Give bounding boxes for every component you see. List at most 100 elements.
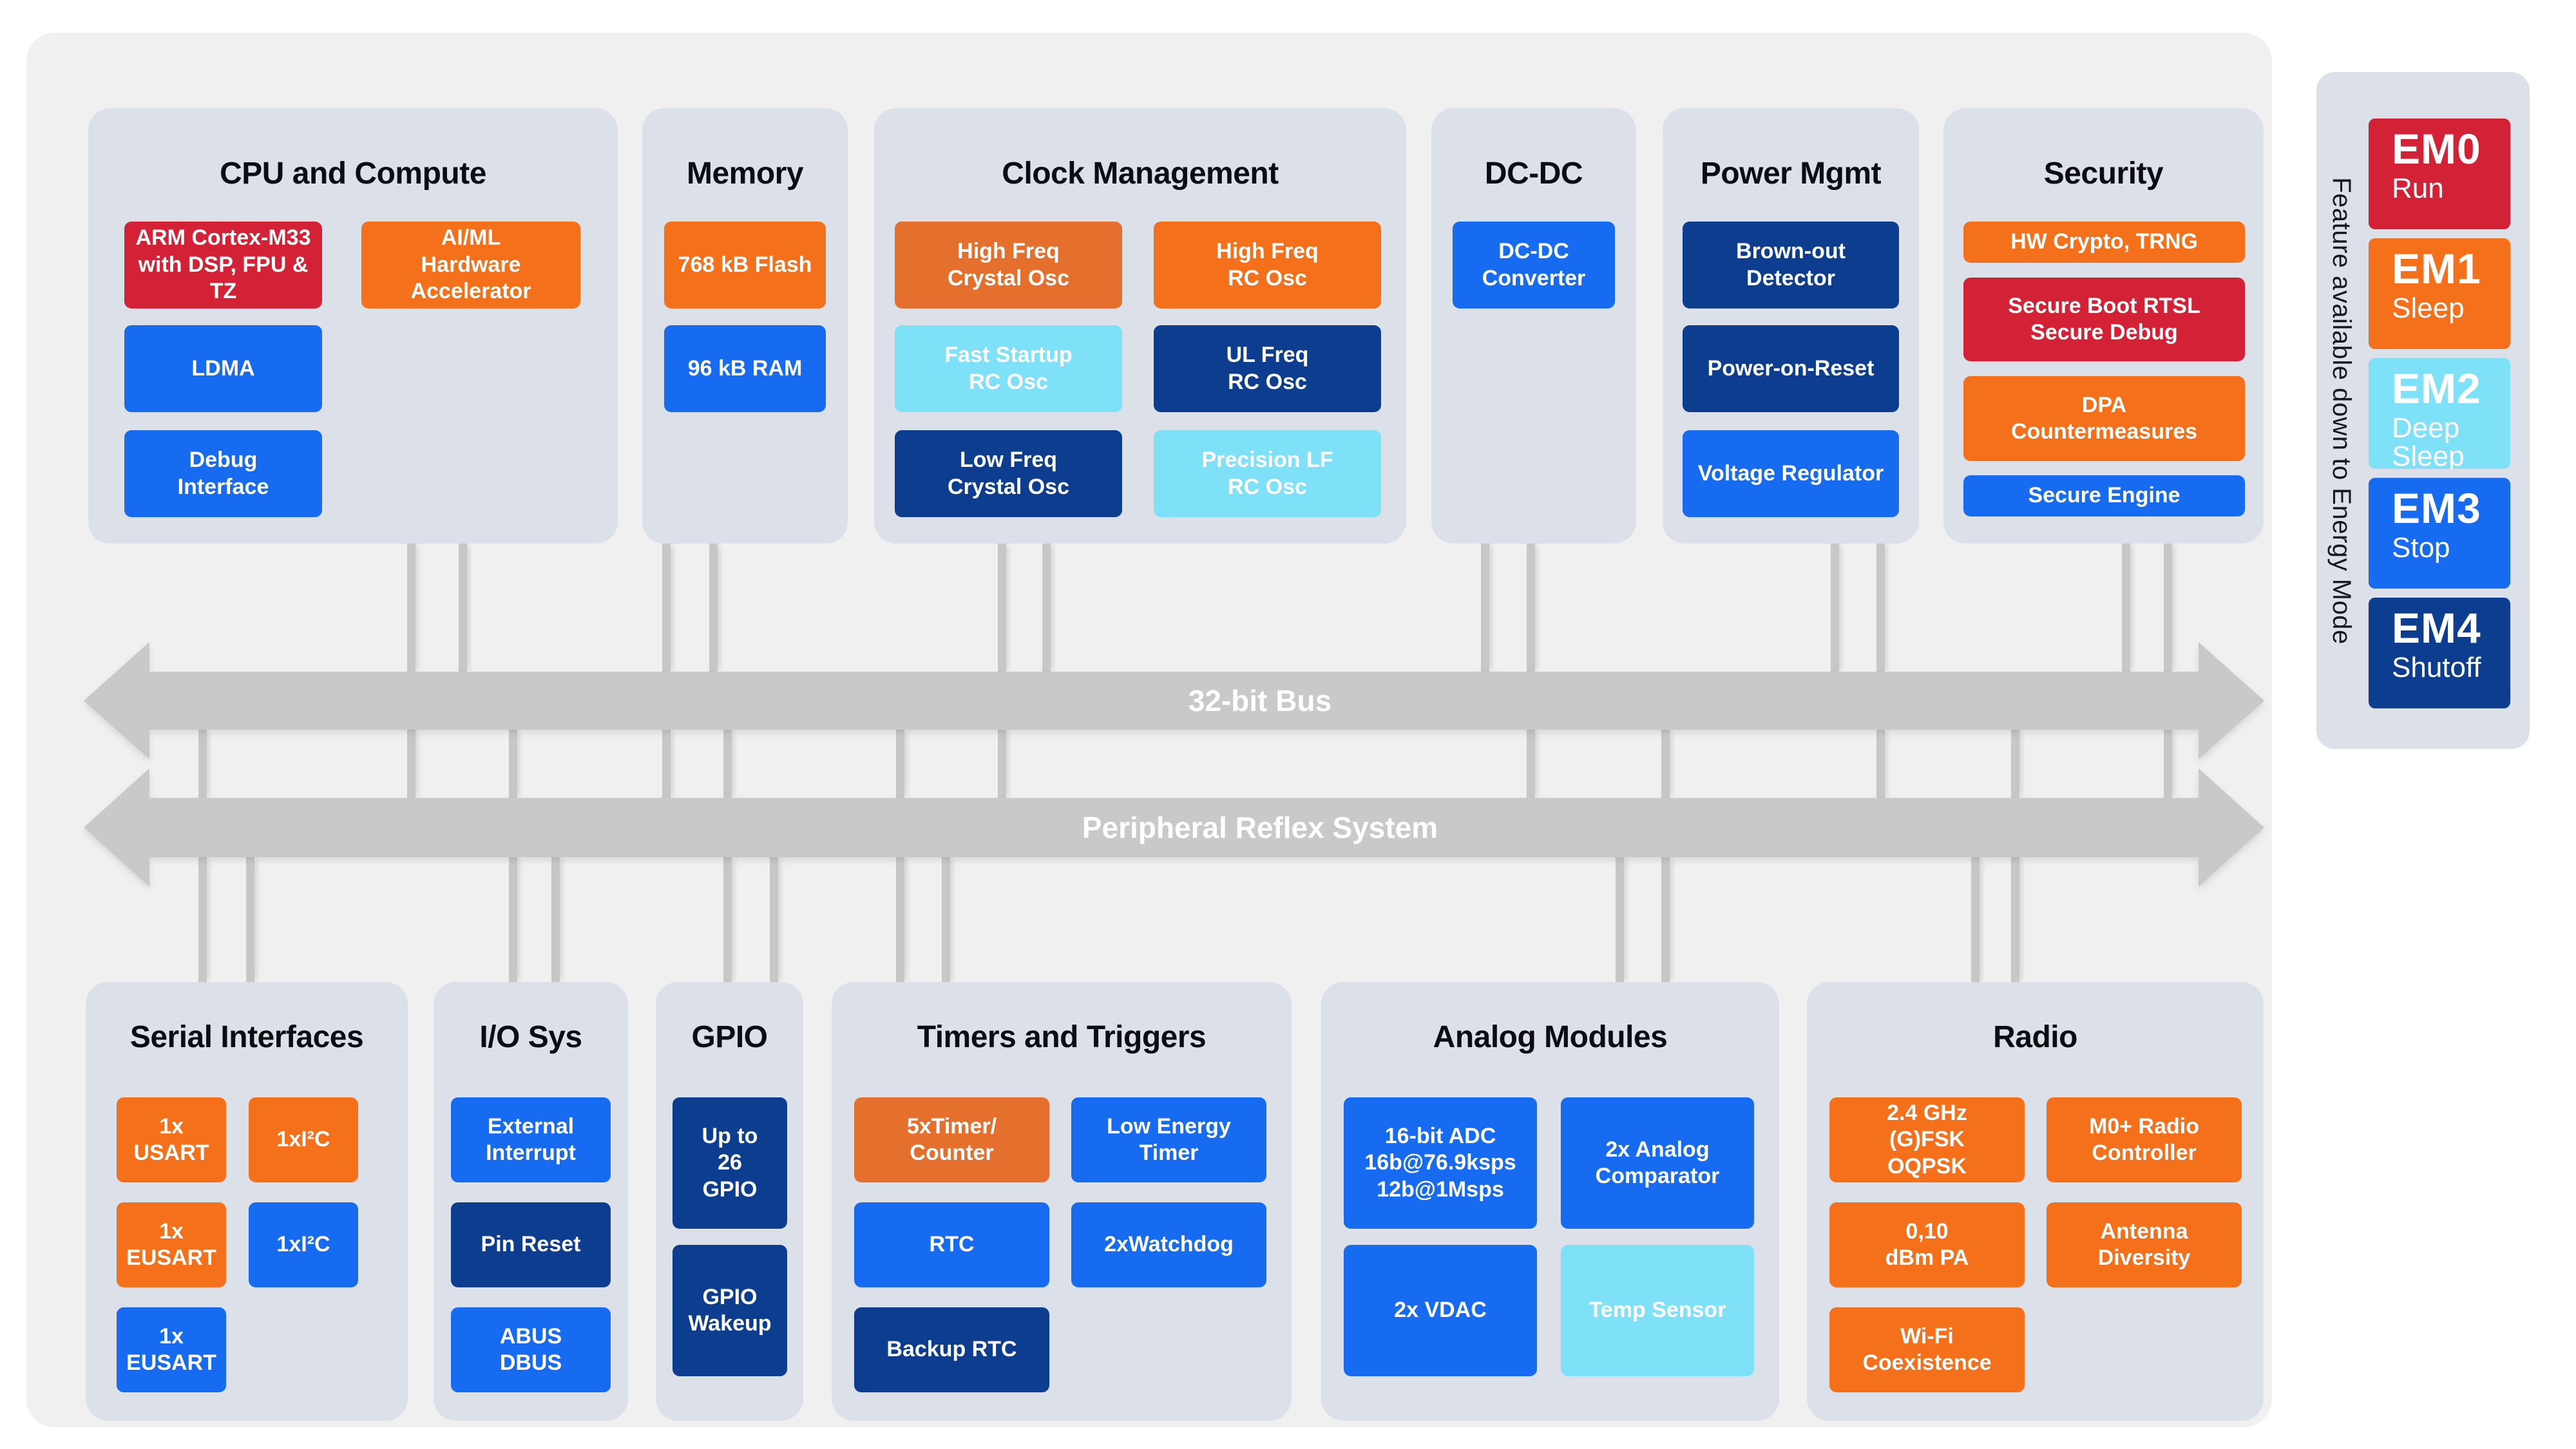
section-title-clock: Clock Management: [1002, 156, 1279, 191]
section-clock-management: Clock Management High Freq Crystal Osc H…: [874, 108, 1406, 544]
block-power-on-reset: Power-on-Reset: [1683, 325, 1899, 412]
block-24ghz-gfsk-oqpsk: 2.4 GHz (G)FSK OQPSK: [1829, 1097, 2025, 1182]
connector-line: [896, 857, 904, 982]
connector-line: [407, 730, 415, 798]
connector-line: [1527, 544, 1535, 672]
block-backup-rtc: Backup RTC: [854, 1307, 1049, 1392]
block-i2c-1: 1xI²C: [249, 1097, 358, 1182]
block-secure-boot-rtsl: Secure Boot RTSL Secure Debug: [1963, 278, 2245, 361]
connector-line: [1661, 857, 1670, 982]
energy-mode-name: EM4: [2392, 604, 2481, 652]
block-eusart-1: 1x EUSART: [117, 1202, 226, 1287]
connector-line: [1971, 857, 1980, 982]
section-title-security: Security: [2043, 156, 2164, 191]
block-low-energy-timer: Low Energy Timer: [1071, 1097, 1266, 1182]
bus-peripheral-reflex-system: Peripheral Reflex System: [84, 768, 2264, 887]
bus-arrowhead-right: [2199, 642, 2264, 759]
connector-line: [1876, 730, 1885, 798]
section-title-io: I/O Sys: [479, 1020, 582, 1054]
connector-line: [662, 544, 671, 672]
block-rtc: RTC: [854, 1202, 1049, 1287]
connector-line: [998, 730, 1006, 798]
connector-line: [2122, 544, 2130, 672]
section-memory: Memory 768 kB Flash 96 kB RAM: [642, 108, 848, 544]
section-gpio: GPIO Up to 26 GPIO GPIO Wakeup: [656, 982, 803, 1421]
connector-line: [407, 544, 415, 672]
block-ram: 96 kB RAM: [664, 325, 826, 412]
block-high-freq-rc-osc: High Freq RC Osc: [1154, 222, 1381, 308]
energy-mode-name: EM3: [2392, 484, 2481, 532]
block-dpa-countermeasures: DPA Countermeasures: [1963, 376, 2245, 461]
energy-mode-em2: EM2 Deep Sleep: [2369, 358, 2510, 469]
section-dcdc: DC-DC DC-DC Converter: [1431, 108, 1636, 544]
bus-arrowhead-right: [2199, 768, 2264, 887]
block-wifi-coexistence: Wi-Fi Coexistence: [1829, 1307, 2025, 1392]
connector-line: [998, 544, 1006, 672]
connector-line: [1616, 857, 1624, 982]
connector-line: [770, 857, 778, 982]
block-low-freq-crystal-osc: Low Freq Crystal Osc: [895, 430, 1122, 517]
block-eusart-2: 1x EUSART: [117, 1307, 226, 1392]
block-2x-analog-comparator: 2x Analog Comparator: [1561, 1097, 1754, 1229]
energy-mode-em1: EM1 Sleep: [2369, 238, 2510, 349]
connector-line: [2011, 730, 2019, 798]
block-ul-freq-rc-osc: UL Freq RC Osc: [1154, 325, 1381, 412]
block-dcdc-converter: DC-DC Converter: [1453, 222, 1615, 308]
block-external-interrupt: External Interrupt: [451, 1097, 611, 1182]
block-antenna-diversity: Antenna Diversity: [2046, 1202, 2242, 1287]
block-010-dbm-pa: 0,10 dBm PA: [1829, 1202, 2025, 1287]
bus-32-bit: 32-bit Bus: [84, 642, 2264, 759]
block-16-bit-adc: 16-bit ADC 16b@76.9ksps 12b@1Msps: [1344, 1097, 1537, 1229]
connector-line: [709, 544, 718, 672]
block-brown-out-detector: Brown-out Detector: [1683, 222, 1899, 308]
bus-label-prs: Peripheral Reflex System: [1082, 811, 1438, 844]
section-radio: Radio 2.4 GHz (G)FSK OQPSK M0+ Radio Con…: [1807, 982, 2264, 1421]
block-abus-dbus: ABUS DBUS: [451, 1307, 611, 1392]
block-ldma: LDMA: [124, 325, 322, 412]
connector-line: [509, 730, 517, 798]
connector-line: [896, 730, 904, 798]
block-fast-startup-rc-osc: Fast Startup RC Osc: [895, 325, 1122, 412]
connector-line: [246, 857, 254, 982]
energy-mode-em0: EM0 Run: [2369, 118, 2510, 229]
section-power-mgmt: Power Mgmt Brown-out Detector Power-on-R…: [1663, 108, 1919, 544]
connector-line: [662, 730, 671, 798]
block-aiml-hardware-accelerator: AI/ML Hardware Accelerator: [361, 222, 580, 308]
energy-mode-em3: EM3 Stop: [2369, 478, 2510, 589]
section-title-power: Power Mgmt: [1700, 156, 1882, 191]
block-2x-watchdog: 2xWatchdog: [1071, 1202, 1266, 1287]
section-title-memory: Memory: [686, 156, 804, 191]
connector-line: [942, 857, 950, 982]
block-temp-sensor: Temp Sensor: [1561, 1245, 1754, 1376]
energy-mode-sidebar-label: Feature available down to Energy Mode: [2327, 176, 2356, 645]
section-title-analog: Analog Modules: [1433, 1020, 1668, 1054]
section-title-gpio: GPIO: [691, 1020, 768, 1054]
energy-mode-em4: EM4 Shutoff: [2369, 598, 2510, 708]
section-title-serial: Serial Interfaces: [129, 1020, 364, 1054]
section-title-timers: Timers and Triggers: [917, 1020, 1207, 1054]
block-i2c-2: 1xI²C: [249, 1202, 358, 1287]
connector-line: [2011, 857, 2019, 982]
block-flash: 768 kB Flash: [664, 222, 826, 308]
block-gpio-wakeup: GPIO Wakeup: [673, 1245, 787, 1376]
block-m0-radio-controller: M0+ Radio Controller: [2046, 1097, 2242, 1182]
section-analog-modules: Analog Modules 16-bit ADC 16b@76.9ksps 1…: [1321, 982, 1779, 1421]
block-hw-crypto-trng: HW Crypto, TRNG: [1963, 222, 2245, 263]
connector-line: [2164, 544, 2172, 672]
energy-mode-name: EM2: [2392, 365, 2481, 412]
energy-mode-name: EM0: [2392, 125, 2481, 173]
energy-mode-sidebar: Feature available down to Energy Mode EM…: [2316, 72, 2530, 749]
connector-line: [723, 857, 732, 982]
section-io-sys: I/O Sys External Interrupt Pin Reset ABU…: [434, 982, 628, 1421]
block-2x-vdac: 2x VDAC: [1344, 1245, 1537, 1376]
block-up-to-26-gpio: Up to 26 GPIO: [673, 1097, 787, 1229]
connector-line: [1527, 730, 1535, 798]
section-security: Security HW Crypto, TRNG Secure Boot RTS…: [1943, 108, 2264, 544]
connector-line: [198, 857, 207, 982]
bus-band: Peripheral Reflex System: [148, 798, 2200, 857]
connector-line: [509, 857, 517, 982]
energy-mode-sub: Run: [2392, 173, 2444, 204]
section-title-radio: Radio: [1993, 1020, 2077, 1054]
block-pin-reset: Pin Reset: [451, 1202, 611, 1287]
